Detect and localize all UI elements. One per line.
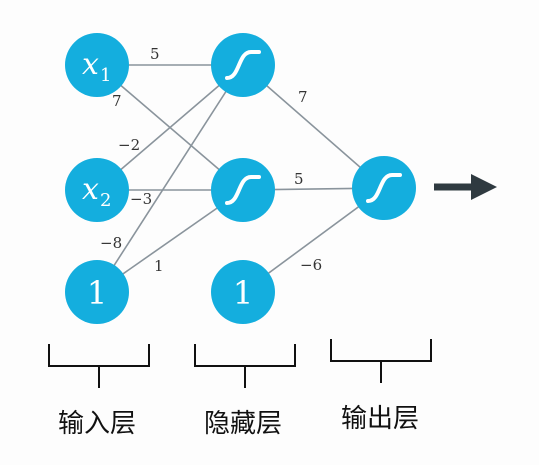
sigmoid-icon xyxy=(225,50,261,80)
input-bias-node: 1 xyxy=(65,260,129,324)
output-layer-bracket xyxy=(330,339,432,383)
weight-x2-h2: −3 xyxy=(130,190,152,208)
input-x1-var: x xyxy=(82,47,99,82)
weight-x2-h1: −2 xyxy=(118,136,140,154)
hidden-bias-node: 1 xyxy=(211,260,275,324)
hidden-layer-label: 隐藏层 xyxy=(204,409,282,439)
weight-x1-h1: 5 xyxy=(150,45,160,63)
output-node xyxy=(352,156,416,220)
input-x2-sub: 2 xyxy=(100,190,111,211)
weight-b2-out: −6 xyxy=(300,256,322,274)
hidden-node-1 xyxy=(211,33,275,97)
sigmoid-icon xyxy=(225,175,261,205)
hidden-layer-bracket xyxy=(194,344,296,388)
weight-h1-out: 7 xyxy=(298,88,308,106)
edge-x2-h1 xyxy=(96,64,244,191)
weight-h2-out: 5 xyxy=(294,170,304,188)
layer-brackets xyxy=(48,339,432,388)
right-arrow-icon xyxy=(434,174,497,200)
hidden-node-2 xyxy=(211,158,275,222)
sigmoid-icon xyxy=(366,173,402,203)
input-x2-var: x xyxy=(82,172,99,207)
input-node-x2: x 2 xyxy=(65,158,129,222)
output-layer-label: 输出层 xyxy=(341,404,419,434)
input-layer-bracket xyxy=(48,344,150,388)
weight-b1-h1: −8 xyxy=(100,234,122,252)
input-x1-sub: 1 xyxy=(100,65,111,86)
input-layer-label: 输入层 xyxy=(58,409,136,439)
edge-b1-h1 xyxy=(96,64,244,293)
weight-b1-h2: 1 xyxy=(154,257,164,275)
input-bias-label: 1 xyxy=(87,274,107,312)
input-node-x1: x 1 xyxy=(65,33,129,97)
hidden-bias-label: 1 xyxy=(233,274,253,312)
weight-x1-h2: 7 xyxy=(112,92,122,110)
